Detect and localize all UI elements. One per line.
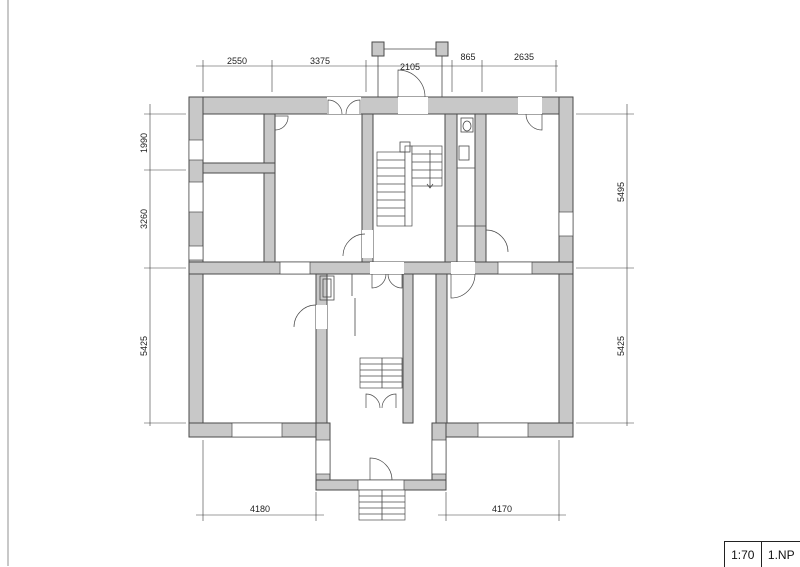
dim-top-5: 2635 xyxy=(514,52,534,62)
dim-bottom-1: 4180 xyxy=(250,504,270,514)
lower-stair xyxy=(358,357,406,521)
dim-left-1: 1990 xyxy=(139,133,149,153)
doors xyxy=(274,97,543,481)
floor-label: 1.NP xyxy=(767,547,795,562)
dim-top-4: 865 xyxy=(460,52,475,62)
rear-entry xyxy=(371,41,449,114)
dim-top-1: 2550 xyxy=(227,56,247,66)
title-block: 1:70 1.NP xyxy=(724,541,800,567)
drawing-scale: 1:70 xyxy=(725,542,762,567)
dim-bottom-2: 4170 xyxy=(492,504,512,514)
wc-fixtures xyxy=(457,117,486,227)
dimension-labels: 2550 3375 2105 865 2635 1990 3260 5425 5… xyxy=(139,52,626,514)
dim-left-3: 5425 xyxy=(139,336,149,356)
main-stair xyxy=(376,141,443,227)
dimension-lines xyxy=(144,60,634,521)
windows xyxy=(188,139,574,491)
dim-right-2: 5425 xyxy=(616,336,626,356)
dim-top-2: 3375 xyxy=(310,56,330,66)
dim-right-1: 5495 xyxy=(616,182,626,202)
dim-top-3: 2105 xyxy=(400,62,420,72)
dim-left-2: 3260 xyxy=(139,209,149,229)
